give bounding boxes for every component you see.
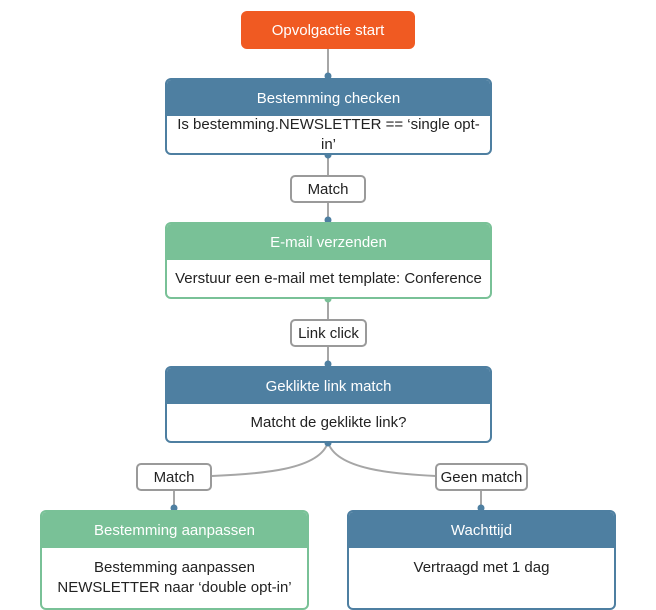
- wait-node[interactable]: Wachttijd Vertraagd met 1 dag: [347, 510, 616, 610]
- edge-label-no-match: Geen match: [435, 463, 528, 491]
- wait-title: Wachttijd: [349, 512, 614, 548]
- edge-label-match-left: Match: [136, 463, 212, 491]
- edge-label-link-click-text: Link click: [298, 324, 359, 342]
- edge-label-link-click: Link click: [290, 319, 367, 347]
- update-destination-description: Bestemming aanpassen NEWSLETTER naar ‘do…: [57, 559, 292, 596]
- clicked-link-match-question: Matcht de geklikte link?: [250, 413, 407, 431]
- update-destination-node[interactable]: Bestemming aanpassen Bestemming aanpasse…: [40, 510, 309, 610]
- edge-label-match-text: Match: [307, 180, 349, 198]
- check-destination-node[interactable]: Bestemming checken Is bestemming.NEWSLET…: [165, 78, 492, 155]
- start-node-label: Opvolgactie start: [271, 21, 385, 39]
- update-destination-title: Bestemming aanpassen: [42, 512, 307, 548]
- send-email-description: Verstuur een e-mail met template: Confer…: [175, 269, 482, 287]
- check-destination-title: Bestemming checken: [167, 80, 490, 116]
- edge-label-match: Match: [290, 175, 366, 203]
- send-email-node[interactable]: E-mail verzenden Verstuur een e-mail met…: [165, 222, 492, 299]
- edge-label-match-left-text: Match: [153, 468, 195, 486]
- send-email-title: E-mail verzenden: [167, 224, 490, 260]
- clicked-link-match-node[interactable]: Geklikte link match Matcht de geklikte l…: [165, 366, 492, 443]
- check-destination-condition: Is bestemming.NEWSLETTER == ‘single opt-…: [177, 115, 480, 153]
- clicked-link-match-title: Geklikte link match: [167, 368, 490, 404]
- start-node[interactable]: Opvolgactie start: [241, 11, 415, 49]
- edge-label-no-match-text: Geen match: [440, 468, 523, 486]
- wait-description: Vertraagd met 1 dag: [413, 559, 550, 576]
